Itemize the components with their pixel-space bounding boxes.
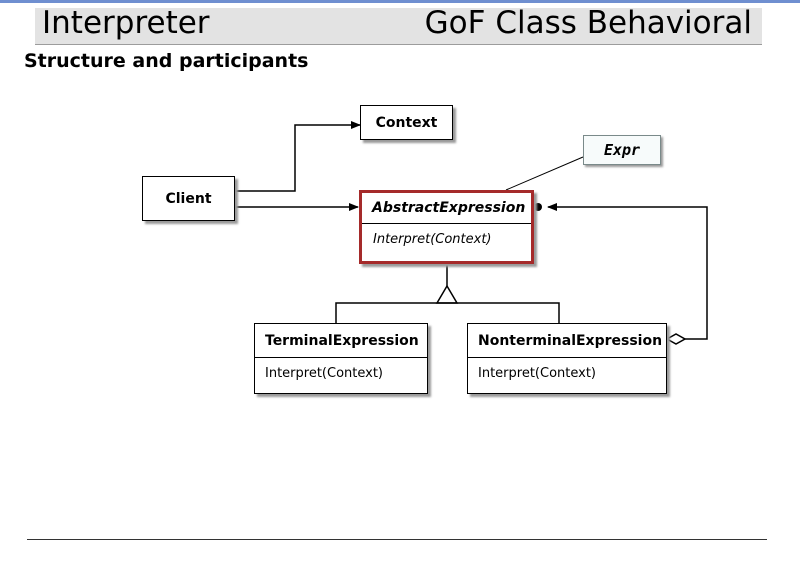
note-connector (505, 156, 584, 191)
title-bar: Interpreter GoF Class Behavioral (35, 5, 762, 45)
context-class: Context (360, 105, 453, 140)
nonterminal-expression-operation: Interpret(Context) (478, 366, 596, 381)
client-class: Client (142, 176, 235, 221)
section-heading: Structure and participants (24, 50, 309, 72)
abstract-expression-operation: Interpret(Context) (373, 232, 492, 247)
client-class-name: Client (165, 190, 212, 207)
terminal-expression-class: TerminalExpression Interpret(Context) (254, 323, 428, 394)
inheritance-branches (335, 302, 560, 323)
nonterminal-expression-name: NonterminalExpression (468, 324, 666, 358)
terminal-expression-operation: Interpret(Context) (265, 366, 383, 381)
top-rule (0, 0, 800, 3)
expr-note: Expr (583, 135, 661, 165)
slide-title: Interpreter (42, 5, 210, 41)
nonterminal-expression-class: NonterminalExpression Interpret(Context) (467, 323, 667, 394)
inheritance-triangle (435, 284, 459, 304)
context-class-name: Context (375, 114, 438, 131)
bottom-rule (27, 539, 767, 540)
aggregation-dot (534, 203, 542, 211)
aggregation-diamond (665, 333, 687, 345)
terminal-expression-name: TerminalExpression (255, 324, 427, 358)
abstract-expression-class: AbstractExpression Interpret(Context) (359, 190, 534, 264)
aggregation-line (547, 203, 708, 340)
client-context-association (235, 121, 361, 192)
slide-category: GoF Class Behavioral (424, 5, 752, 41)
abstract-expression-name: AbstractExpression (362, 193, 531, 224)
